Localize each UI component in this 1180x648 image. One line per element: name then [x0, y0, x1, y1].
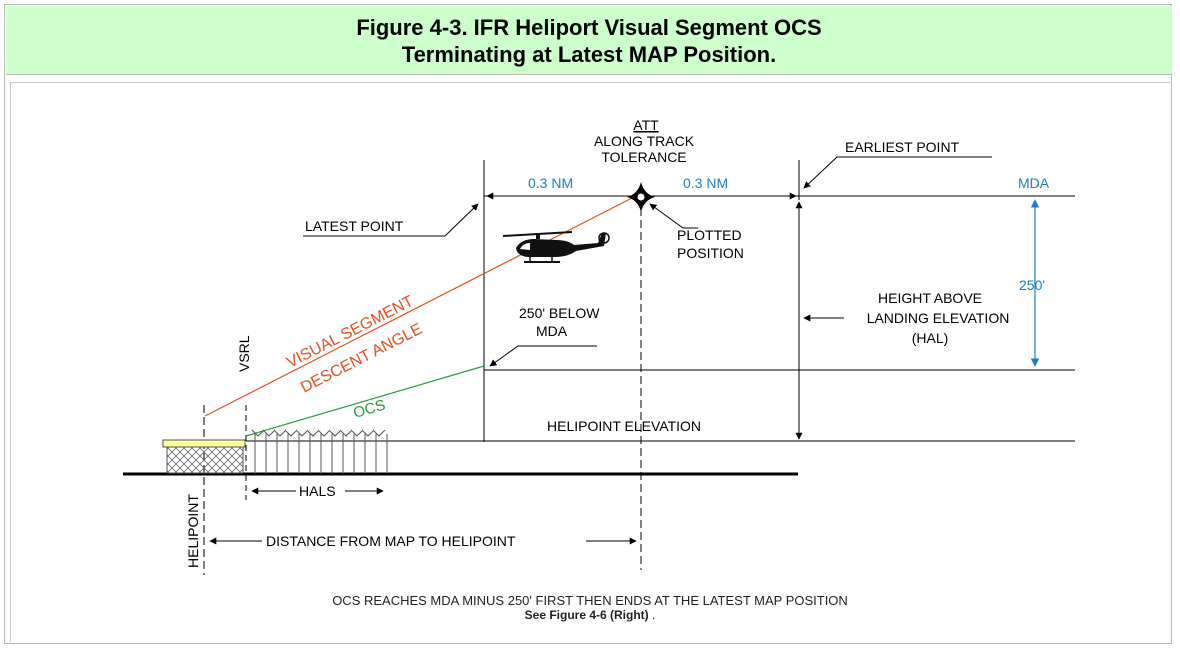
- nm-right-label: 0.3 NM: [683, 175, 728, 191]
- latest-point-label: LATEST POINT: [305, 218, 404, 234]
- see-figure-suffix: .: [648, 608, 656, 622]
- helipad-surface: [162, 439, 246, 448]
- figure-title-line-2: Terminating at Latest MAP Position.: [401, 42, 777, 67]
- figure-reference: See Figure 4-6 (Right) .: [0, 608, 1180, 622]
- figure-caption: OCS REACHES MDA MINUS 250' FIRST THEN EN…: [332, 593, 848, 608]
- helipoint-elevation-label: HELIPOINT ELEVATION: [547, 418, 701, 434]
- tolerance-label: TOLERANCE: [601, 149, 686, 165]
- position-label: POSITION: [677, 245, 744, 261]
- see-figure-link[interactable]: See Figure 4-6 (Right): [524, 608, 649, 622]
- figure-frame: [4, 4, 1172, 644]
- helicopter-icon: [502, 231, 610, 263]
- visual-segment-line: [204, 197, 633, 417]
- earliest-point-leader: [803, 156, 992, 189]
- below-mda-leader: [489, 345, 597, 367]
- hal-label: (HAL): [912, 330, 949, 346]
- diagram-panel: [10, 82, 1170, 642]
- plotted-position-leader: [649, 203, 698, 229]
- ocs-line: [245, 365, 485, 437]
- ocs-label: OCS: [351, 397, 387, 422]
- mda-label: MDA: [1018, 175, 1050, 191]
- plotted-label: PLOTTED: [677, 227, 742, 243]
- ft-250-label: 250': [1019, 277, 1045, 293]
- plotted-position-symbol: [627, 182, 655, 212]
- earliest-point-label: EARLIEST POINT: [845, 139, 960, 155]
- hals-light-bars: [251, 429, 388, 474]
- below-250-label: 250' BELOW: [519, 305, 600, 321]
- nm-left-label: 0.3 NM: [528, 175, 573, 191]
- hals-label: HALS: [299, 483, 336, 499]
- landing-elevation-label: LANDING ELEVATION: [867, 310, 1010, 326]
- below-mda-label: MDA: [536, 323, 568, 339]
- figure-title-line-1: Figure 4-3. IFR Heliport Visual Segment …: [356, 15, 822, 40]
- helipoint-label: HELIPOINT: [185, 494, 201, 568]
- figure-title-bar: Figure 4-3. IFR Heliport Visual Segment …: [6, 6, 1172, 75]
- along-track-label: ALONG TRACK: [594, 133, 695, 149]
- vsrl-label: VSRL: [236, 335, 252, 372]
- att-label: ATT: [633, 117, 659, 133]
- distance-label: DISTANCE FROM MAP TO HELIPOINT: [266, 533, 516, 549]
- helipad-structure: [166, 446, 244, 474]
- latest-point-leader: [303, 203, 479, 237]
- height-above-label: HEIGHT ABOVE: [878, 290, 982, 306]
